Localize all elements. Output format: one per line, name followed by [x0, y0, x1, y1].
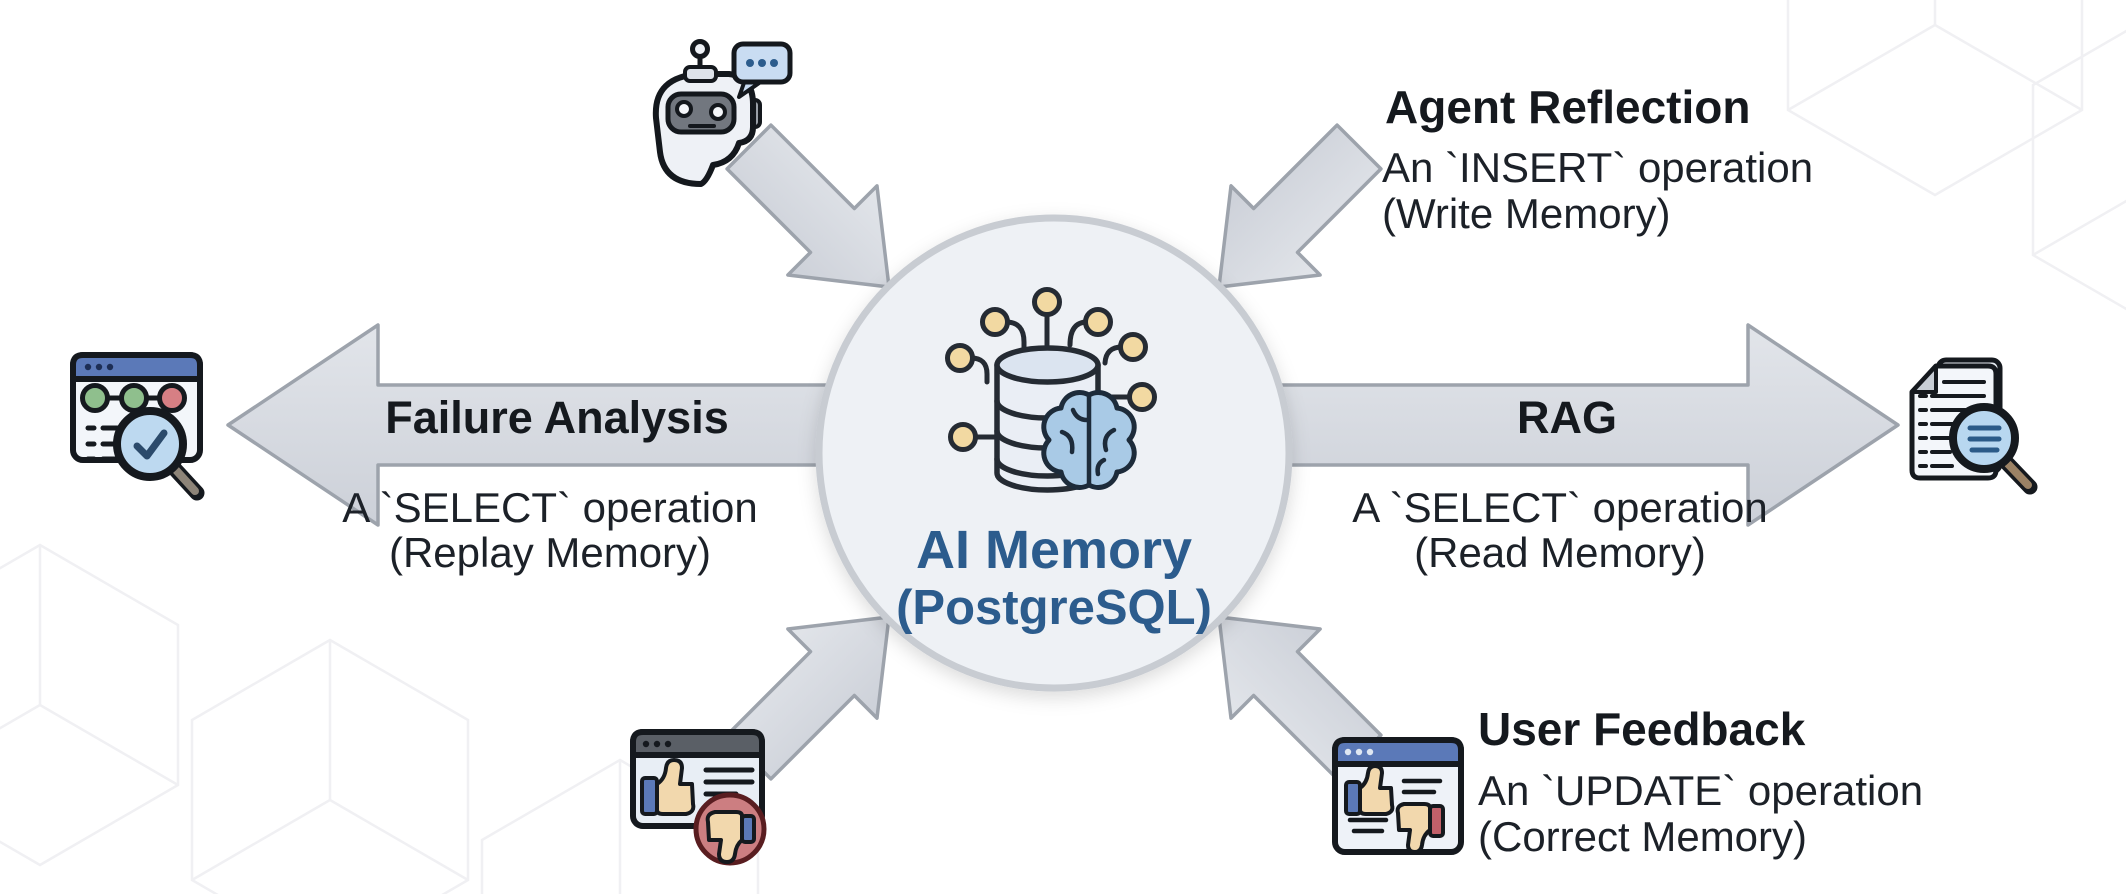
- rag-memory: (Read Memory): [1414, 529, 1706, 576]
- thumb-up-icon: [640, 758, 696, 816]
- chat-bubble-icon: [731, 41, 793, 99]
- user-feedback-operation: An `UPDATE` operation: [1478, 767, 1923, 814]
- center-subtitle: (PostgreSQL): [896, 581, 1212, 635]
- user-feedback-title: User Feedback: [1478, 703, 1806, 755]
- magnifier-check-icon: [113, 407, 205, 501]
- hex-cube-icon: [2031, 29, 2126, 311]
- arrow-top-left-inbound: [725, 123, 891, 289]
- user-feedback-memory: (Correct Memory): [1478, 813, 1807, 860]
- failure-analysis-title: Failure Analysis: [385, 392, 728, 443]
- report-check-search-icon: [70, 352, 205, 501]
- thumbs-feedback-icon: [1332, 737, 1464, 855]
- failure-analysis-memory: (Replay Memory): [389, 529, 711, 576]
- arrow-top-right-inbound: [1217, 123, 1383, 289]
- database-brain-icon: [945, 287, 1157, 493]
- hex-cube-icon: [1786, 0, 2084, 197]
- rag-title: RAG: [1517, 392, 1617, 443]
- hex-cube-icon: [0, 543, 180, 867]
- agent-reflection-operation: An `INSERT` operation: [1382, 144, 1813, 191]
- hex-cube-icon: [190, 638, 470, 894]
- center-title: AI Memory: [916, 520, 1192, 580]
- document-search-icon: [1909, 357, 2038, 495]
- failure-analysis-operation: A `SELECT` operation: [342, 484, 758, 531]
- brain-icon: [1041, 390, 1137, 490]
- thumb-down-badge-icon: [693, 792, 767, 866]
- agent-reflection-title: Agent Reflection: [1385, 81, 1750, 133]
- thumb-up-icon: [1344, 764, 1395, 816]
- agent-reflection-memory: (Write Memory): [1382, 190, 1671, 237]
- robot-chat-icon: [652, 39, 793, 187]
- magnifier-lines-icon: [1949, 403, 2038, 495]
- rag-operation: A `SELECT` operation: [1352, 484, 1768, 531]
- thumb-down-icon: [1395, 802, 1445, 854]
- thumbs-browser-icon: [630, 729, 767, 866]
